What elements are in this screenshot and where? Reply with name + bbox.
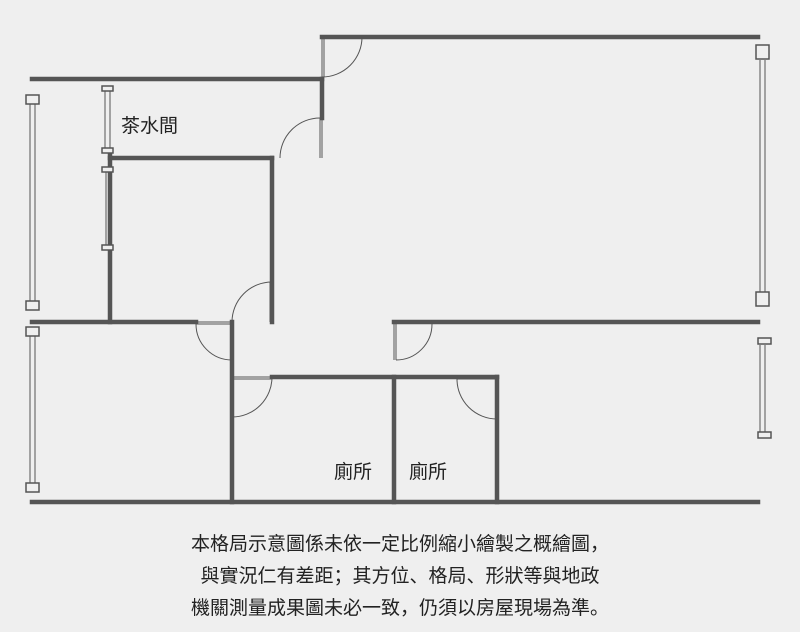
disclaimer-line-2: 與實況仁有差距；其方位、格局、形狀等與地政 [200, 565, 600, 587]
walls [29, 34, 761, 505]
doors [195, 36, 498, 420]
windows [29, 60, 766, 485]
door-restroom-right [456, 376, 498, 420]
door-corridor-restroom [231, 376, 273, 418]
disclaimer-line-3: 機關測量成果圖未必一致，仍須以房屋現場為準。 [190, 597, 609, 619]
restroom-left-label: 廁所 [334, 461, 373, 483]
tea-room-window-north [104, 89, 111, 151]
door-tea-room [279, 117, 323, 159]
door-right-room [393, 322, 433, 361]
disclaimer-line-1: 本格局示意圖係未依一定比例縮小繪製之概繪圖， [190, 533, 609, 555]
door-office [231, 281, 273, 323]
door-lower-left-room [195, 321, 233, 361]
disclaimer-text: 本格局示意圖係未依一定比例縮小繪製之概繪圖， 與實況仁有差距；其方位、格局、形狀… [120, 528, 680, 624]
restroom-right-label: 廁所 [409, 461, 448, 483]
window-caps [25, 44, 772, 493]
left-window-upper [29, 103, 36, 305]
floor-plan-drawing [25, 34, 772, 505]
tea-room-label: 茶水間 [121, 115, 179, 137]
door-entrance [321, 36, 363, 78]
left-window-lower [29, 336, 36, 485]
right-window-upper [759, 60, 766, 297]
right-window-lower [759, 345, 766, 435]
